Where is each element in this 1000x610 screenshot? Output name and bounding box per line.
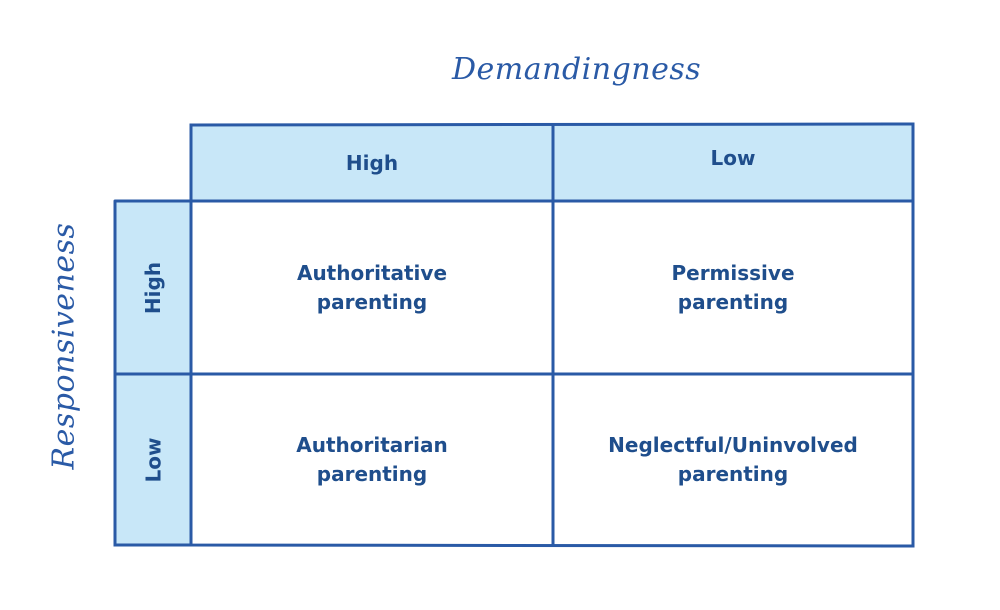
demandingness-axis-title: Demandingness [452, 52, 702, 87]
outer-border [189, 122, 915, 548]
responsiveness-axis-title: Responsiveness [46, 222, 82, 470]
row-header-low: Low [115, 374, 191, 545]
row-header-low-label: Low [141, 437, 165, 482]
column-header-low: Low [710, 146, 756, 170]
row-header-border [113, 199, 193, 547]
row-header-high-label: High [141, 261, 165, 314]
column-header-high: High [345, 151, 399, 175]
row-header-high: High [115, 201, 191, 374]
